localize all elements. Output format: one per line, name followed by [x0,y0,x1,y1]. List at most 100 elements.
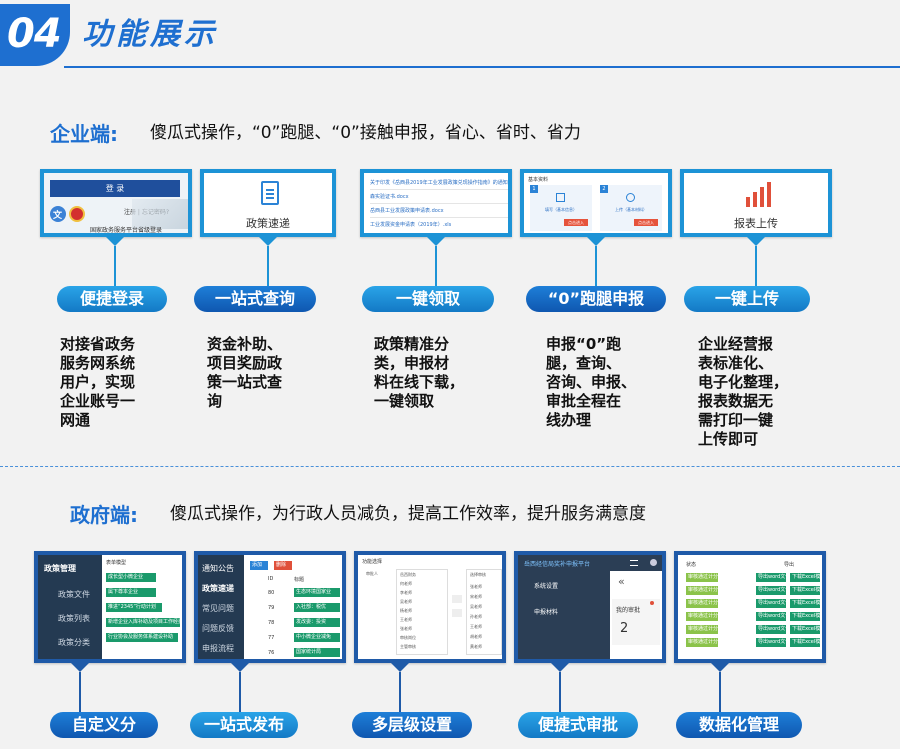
approval-widget[interactable]: 我的审批 2 [612,599,660,645]
back-icon[interactable]: « [618,575,625,588]
status-badge: 审核通过计分 [686,573,718,582]
sidebar: 系统设置 申报材料 [518,571,610,659]
category-tag[interactable]: 成长型小微企业 [106,573,156,582]
sidebar-item[interactable]: 政策分类 [58,638,90,647]
platform-footer: 国家政务服务平台省级登录 [90,227,163,233]
row-title[interactable]: 中小微企业减免 [294,633,340,642]
export-word-button[interactable]: 导出word文件 [756,573,786,582]
download-excel-button[interactable]: 下载Excel模板 [790,586,820,595]
sidebar-item[interactable]: 问题反馈 [202,624,234,633]
page-title: 功能展示 [82,17,218,52]
section-number: 04 [7,11,62,57]
sidebar: 政策管理 政策文件 政策列表 政策分类 [38,555,102,659]
sidebar-item[interactable]: 通知公告 [202,564,234,573]
menu-icon[interactable] [630,560,638,566]
login-button[interactable]: 登 录 [50,180,180,197]
download-excel-button[interactable]: 下载Excel模板 [790,625,820,634]
column-header: 导出 [784,562,795,568]
section-number-badge: 04 [0,4,70,66]
login-button-label: 登 录 [105,184,125,193]
notification-dot [650,601,654,605]
file-link[interactable]: 工业发展资金申请表（2019年）.xls [370,222,452,228]
app-title: 岳西经信局奖补申报平台 [524,561,591,568]
sidebar-item[interactable]: 申报流程 [202,644,234,653]
export-word-button[interactable]: 导出word文件 [756,599,786,608]
sidebar-item[interactable]: 申报材料 [534,609,559,616]
export-word-button[interactable]: 导出word文件 [756,625,786,634]
file-link[interactable]: 关于印发《岳西县2019年工业发展政策兑现操作指南》的通知.docx [370,179,508,190]
file-link[interactable]: 岳西县工业发展政策申请表.docx [370,207,508,218]
row-title[interactable]: 国家统计局 [294,648,340,657]
sidebar-item[interactable]: 政策文件 [58,590,90,599]
row-id: 80 [268,590,275,596]
feature-pill: “0”跑腿申报 [526,286,666,312]
enter-button[interactable]: 点击进入 [564,219,588,226]
download-excel-button[interactable]: 下载Excel模板 [790,573,820,582]
enterprise-tagline: 傻瓜式操作，“0”跑腿、“0”接触申报，省心、省时、省力 [150,123,581,143]
table-header: 表单模型 [106,560,127,566]
sidebar-title[interactable]: 政策管理 [44,564,76,573]
left-list[interactable]: 岳西财务 何老师 李老师 吴老师 杨老师 王老师 张老师 审核岗位 主管审核 [396,569,448,655]
download-excel-button[interactable]: 下载Excel模板 [790,638,820,647]
feature-pill: 一站式查询 [194,286,316,312]
seal-icon [69,206,85,222]
sidebar-item[interactable]: 政策速递 [202,584,234,593]
feature-pill: 一键领取 [362,286,494,312]
right-list[interactable]: 选择审核 张老师 宋老师 吴老师 孙老师 王老师 胡老师 黄老师 [466,569,502,655]
login-screenshot-card: 登 录 文 注册 | 忘记密码? 国家政务服务平台省级登录 [40,169,192,237]
row-id: 77 [268,635,275,641]
feature-description: 资金补助、 项目奖励政 策一站式查 询 [207,335,283,410]
data-management-card: 状态 导出 审核通过计分 审核通过计分 审核通过计分 审核通过计分 审核通过计分… [674,551,826,663]
policy-management-card: 政策管理 政策文件 政策列表 政策分类 表单模型 成长型小微企业 属下尊本企业 … [34,551,186,663]
panel-title: 基本资料 [528,177,549,183]
sidebar-item[interactable]: 常见问题 [202,604,234,613]
file-link[interactable]: 森实验证书.docx [370,193,508,204]
row-title[interactable]: 入社部：税优 [294,603,340,612]
enterprise-label: 企业端: [50,122,118,146]
row-title[interactable]: 生态环境国家业 [294,588,340,597]
application-card: 基本资料 1 填写（基本信息） 点击进入 2 上传（基本材料） 点击进入 [520,169,672,237]
section-divider [0,466,900,467]
download-excel-button[interactable]: 下载Excel模板 [790,599,820,608]
step-label: 上传（基本材料） [615,207,647,212]
delete-button[interactable]: 删除 [274,561,292,570]
column-header: ID [268,576,274,582]
edit-icon [556,193,565,202]
column-header: 标题 [294,577,305,583]
feature-pill: 数据化管理 [676,712,802,738]
move-right-button[interactable] [452,595,462,603]
government-label: 政府端: [70,503,138,527]
category-tag[interactable]: 推进“2345”行动计划 [106,603,162,612]
step-number: 2 [600,185,608,193]
export-word-button[interactable]: 导出word文件 [756,612,786,621]
field-label: 审批人 [366,571,378,576]
step-upload[interactable]: 2 上传（基本材料） 点击进入 [600,185,662,231]
sidebar: 通知公告 政策速递 常见问题 问题反馈 申报流程 [198,555,244,659]
approval-card: 岳西经信局奖补申报平台 系统设置 申报材料 « 我的审批 2 [514,551,666,663]
avatar[interactable] [650,559,657,566]
document-icon [261,181,279,205]
category-tag[interactable]: 属下尊本企业 [106,588,156,597]
move-left-button[interactable] [452,609,462,617]
add-button[interactable]: 添加 [250,561,268,570]
feature-pill: 多层级设置 [352,712,472,738]
step-number: 1 [530,185,538,193]
sidebar-item[interactable]: 政策列表 [58,614,90,623]
category-tag[interactable]: 行业协会及服务体系建设补助 [106,633,178,642]
row-title[interactable]: 发改委：投资 [294,618,340,627]
sidebar-item[interactable]: 系统设置 [534,583,559,590]
download-excel-button[interactable]: 下载Excel模板 [790,612,820,621]
gov-logo-icon: 文 [50,206,66,222]
header-divider [64,66,900,68]
export-word-button[interactable]: 导出word文件 [756,638,786,647]
export-word-button[interactable]: 导出word文件 [756,586,786,595]
category-tag[interactable]: 新增企业入库补助及项目工作经费 [106,618,180,627]
file-list-card: 关于印发《岳西县2019年工业发展政策兑现操作指南》的通知.docx 森实验证书… [360,169,512,237]
enter-button[interactable]: 点击进入 [634,219,658,226]
panel-title: 功能选择 [362,559,383,565]
widget-label: 我的审批 [616,607,641,614]
step-basic-info[interactable]: 1 填写（基本信息） 点击进入 [530,185,592,231]
logo-text: 文 [53,211,63,221]
row-id: 76 [268,650,275,656]
step-label: 填写（基本信息） [545,207,577,212]
